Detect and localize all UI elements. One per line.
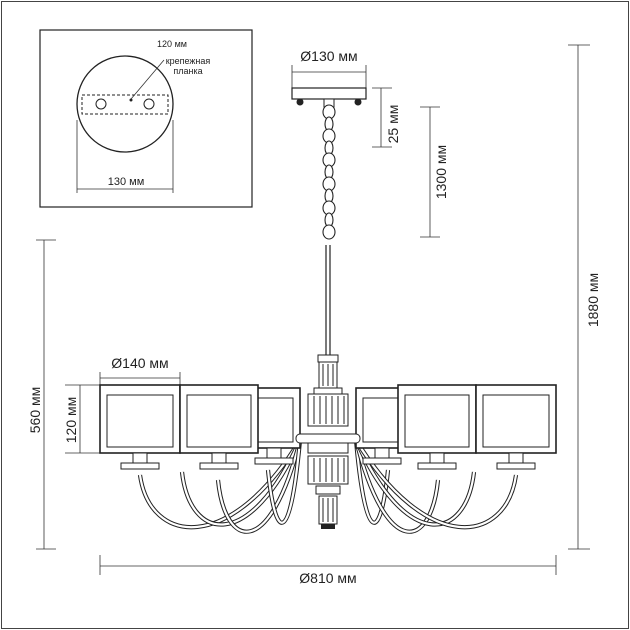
arm-fill <box>355 439 518 529</box>
arm-fill <box>138 439 301 529</box>
screw-hole-right <box>143 98 155 110</box>
mounting-bar <box>81 94 169 115</box>
canopy-foot <box>354 98 362 106</box>
shade-diameter-label: Ø140 мм <box>111 355 168 371</box>
chain-length-dim: 1300 мм <box>420 106 449 238</box>
canopy-diameter-label: Ø130 мм <box>300 48 357 64</box>
lamp-socket <box>429 452 445 464</box>
lamp-cup <box>496 462 536 470</box>
shade-height-label: 120 мм <box>63 397 79 444</box>
lamp <box>99 384 181 470</box>
bar-label-1: крепежная <box>166 56 211 66</box>
screw-hole-left <box>95 98 107 110</box>
chain-length-label: 1300 мм <box>433 145 449 199</box>
canopy-diameter-dim: Ø130 мм <box>291 48 367 90</box>
canopy-height-dim: 25 мм <box>372 87 401 148</box>
lampshade-glass <box>362 397 402 443</box>
column-finial <box>321 524 335 529</box>
total-diameter-label: Ø810 мм <box>299 570 356 586</box>
lamp-socket <box>266 447 282 459</box>
bar-width-label: 120 мм <box>157 39 187 49</box>
arm-fill <box>354 439 476 526</box>
body-height-dim: 560 мм <box>27 239 56 550</box>
lampshade-glass <box>106 394 174 448</box>
arm-fill <box>180 439 302 526</box>
lamp-socket <box>132 452 148 464</box>
inset-border <box>39 29 253 208</box>
lampshade-glass <box>404 394 470 448</box>
column-ring <box>313 387 343 395</box>
center-point <box>129 98 133 102</box>
arm-fill <box>216 439 302 533</box>
lamp <box>397 384 477 470</box>
lamp <box>475 384 557 470</box>
body-height-label: 560 мм <box>27 387 43 434</box>
front-shades <box>99 384 557 470</box>
lamp-cup <box>254 457 294 465</box>
lamp-cup <box>120 462 160 470</box>
canopy-circle <box>76 55 174 153</box>
lamp-socket <box>508 452 524 464</box>
shade-diameter-dim: Ø140 мм <box>99 355 181 386</box>
lamp-cup <box>417 462 457 470</box>
mounting-detail-inset: 120 мм крепежная планка 130 мм <box>39 29 253 208</box>
shade-height-dim: 120 мм <box>63 384 100 454</box>
arm-fill <box>354 439 440 533</box>
total-height-dim: 1880 мм <box>568 44 601 550</box>
canopy-height-label: 25 мм <box>385 105 401 144</box>
lamp-cup <box>362 457 402 465</box>
bar-label-2: планка <box>173 66 202 76</box>
chandelier-body <box>99 245 557 534</box>
lamp-socket <box>374 447 390 459</box>
arm-fill <box>266 439 302 524</box>
crystal-block-large <box>307 455 349 485</box>
lamp <box>179 384 259 470</box>
canopy-width-label: 130 мм <box>108 176 145 188</box>
lamp-cup <box>199 462 239 470</box>
canopy-plate <box>291 87 367 100</box>
central-column <box>295 354 361 529</box>
lamp-socket <box>211 452 227 464</box>
column-ring <box>315 485 341 495</box>
chain-link <box>322 224 336 240</box>
lampshade-glass <box>482 394 550 448</box>
arm-hub <box>295 433 361 444</box>
leader-line <box>130 59 165 100</box>
arms <box>137 438 519 534</box>
lampshade-glass <box>186 394 252 448</box>
column-cap <box>317 354 339 363</box>
lampshade-glass <box>254 397 294 443</box>
total-height-label: 1880 мм <box>585 273 601 327</box>
canopy <box>291 87 367 108</box>
column-ring <box>307 442 349 454</box>
total-diameter-dim: Ø810 мм <box>99 555 557 586</box>
chain <box>322 104 336 240</box>
crystal-block-large <box>307 393 349 427</box>
canopy-foot <box>296 98 304 106</box>
